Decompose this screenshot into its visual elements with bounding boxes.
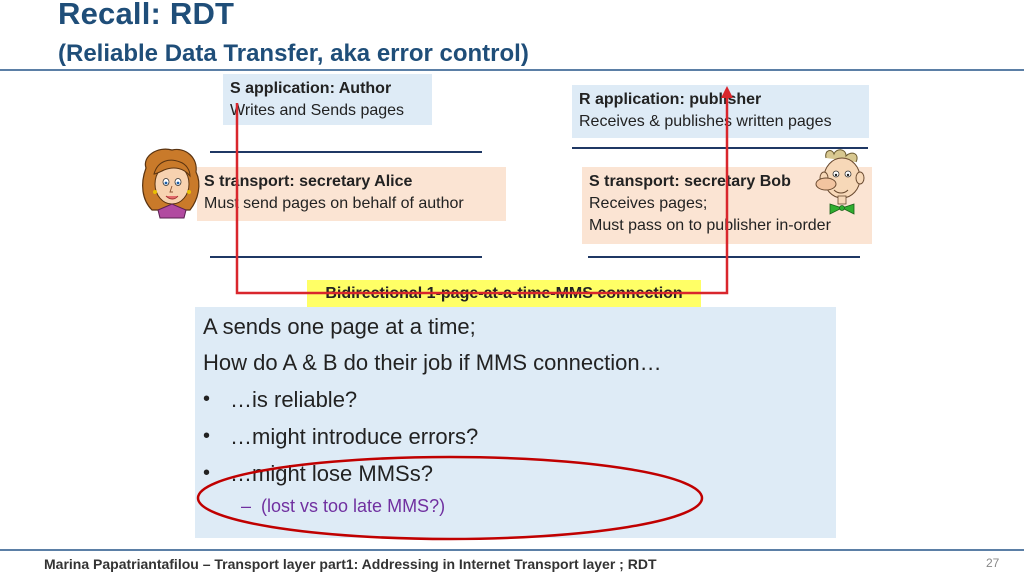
sub-item-text: (lost vs too late MMS?) [261,496,446,516]
footer-text: Marina Papatriantafilou – Transport laye… [44,556,657,572]
sender-transport-box: S transport: secretary Alice Must send p… [197,167,506,221]
sender-application-box: S application: Author Writes and Sends p… [223,74,432,125]
sub-item-dash: – [241,496,252,516]
sender-application-body: Writes and Sends pages [230,102,405,119]
bullet-item-1: …is reliable? [230,387,358,412]
receiver-application-body: Receives & publishes written pages [579,113,832,130]
sender-lower-layer-line [210,256,482,258]
receiver-transport-body-2: Must pass on to publisher in-order [589,217,831,234]
slide-title: Recall: RDT [58,0,235,31]
bullet-item-2: …might introduce errors? [230,424,479,449]
title-divider [0,69,1024,71]
sender-transport-head: S transport: secretary Alice [204,173,413,190]
slide-subtitle: (Reliable Data Transfer, aka error contr… [58,40,529,67]
sender-transport-body: Must send pages on behalf of author [204,195,464,212]
receiver-application-head: R application: publisher [579,91,762,108]
receiver-upper-layer-line [572,147,868,149]
content-line-2: How do A & B do their job if MMS connect… [203,350,662,375]
content-line-1: A sends one page at a time; [203,314,476,339]
receiver-transport-head: S transport: secretary Bob [589,173,791,190]
page-number: 27 [986,556,1000,570]
bullet-marker: • [203,388,211,410]
receiver-transport-body-1: Receives pages; [589,195,708,212]
sub-item: –(lost vs too late MMS?) [241,496,445,517]
connection-label: Bidirectional 1-page-at-a-time-MMS conne… [307,280,701,308]
bullet-item-3: …might lose MMSs? [230,461,433,486]
receiver-lower-layer-line [588,256,860,258]
footer-divider [0,549,1024,551]
bullet-marker: • [203,425,211,447]
alice-cartoon-icon [142,148,200,219]
content-box: A sends one page at a time; How do A & B… [195,307,836,538]
receiver-application-box: R application: publisher Receives & publ… [572,85,869,138]
receiver-transport-box: S transport: secretary Bob Receives page… [582,167,872,244]
sender-application-head: S application: Author [230,80,392,97]
bullet-marker: • [203,462,211,484]
sender-upper-layer-line [210,151,482,153]
